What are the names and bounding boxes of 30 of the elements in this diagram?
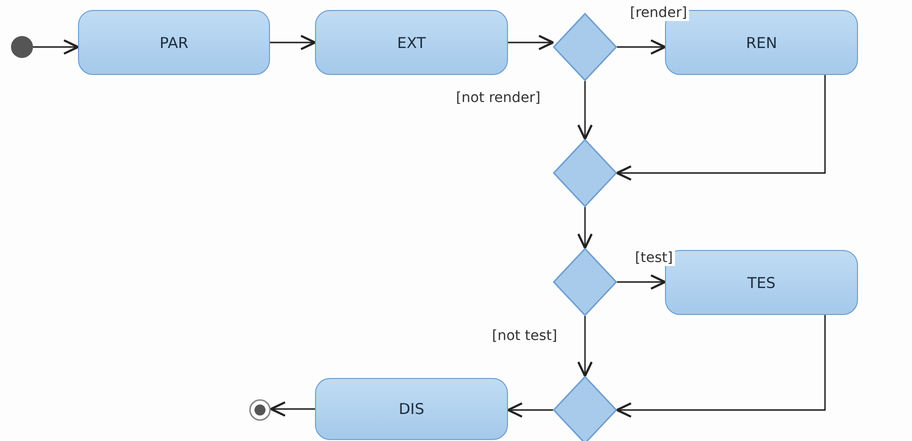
action-box [315,378,508,440]
final-node [249,399,271,421]
action-label: REN [746,34,778,52]
action-label: PAR [160,34,188,52]
decision-diamond [553,248,617,316]
arrow [577,81,593,140]
initial-node [11,36,33,58]
arrow [577,207,593,250]
action-label: DIS [398,400,424,418]
edge-label: [not test] [490,328,560,344]
arrow [506,402,553,418]
arrow [577,316,593,378]
action-label: TES [747,274,776,292]
decision-diamond [553,13,617,81]
arrow [508,34,554,50]
edge-label: [test] [633,250,675,266]
arrow [617,274,666,290]
decision-diamond [553,139,617,207]
action-box [315,10,508,75]
action-box [78,10,270,75]
arrow [270,401,315,417]
edge-label: [render] [628,5,690,21]
decision-diamond [553,376,617,441]
arrow [33,39,80,55]
arrow [616,315,826,418]
arrow [270,34,316,50]
arrow [616,75,826,181]
action-label: EXT [397,34,426,52]
edge-label: [not render] [454,90,542,106]
arrow [617,39,666,55]
